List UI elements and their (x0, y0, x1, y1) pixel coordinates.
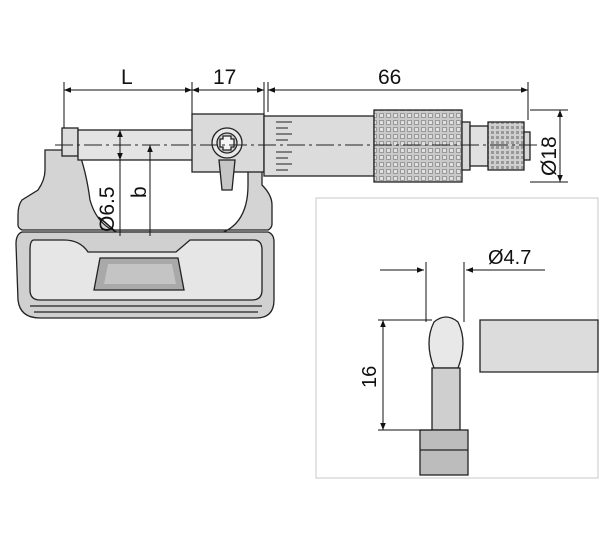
detail-view-panel: Ø4.7 16 (315, 197, 599, 479)
ratchet-knurl (487, 121, 525, 171)
thimble-knurl (373, 109, 463, 183)
dim-label-17: 17 (213, 66, 236, 89)
dim-label-66: 66 (378, 66, 401, 89)
lock-lever (218, 159, 236, 191)
dim-label-L: L (121, 66, 133, 89)
dim-label-b: b (128, 186, 151, 198)
sleeve (263, 115, 375, 177)
dim-label-16: 16 (359, 366, 381, 388)
spindle-ball-tip (428, 316, 464, 369)
sleeve-graduations (276, 121, 292, 171)
anvil-face (479, 319, 599, 373)
main-dimensions (63, 82, 568, 236)
ratchet-body (469, 125, 489, 167)
spindle-collar (419, 429, 469, 476)
spindle-shaft (431, 367, 461, 431)
dim-label-d4-7: Ø4.7 (488, 247, 531, 269)
anvil (61, 127, 79, 157)
micrometer-frame (17, 149, 273, 237)
dim-label-d18: Ø18 (538, 136, 561, 176)
dim-label-d6-5: Ø6.5 (96, 186, 119, 232)
